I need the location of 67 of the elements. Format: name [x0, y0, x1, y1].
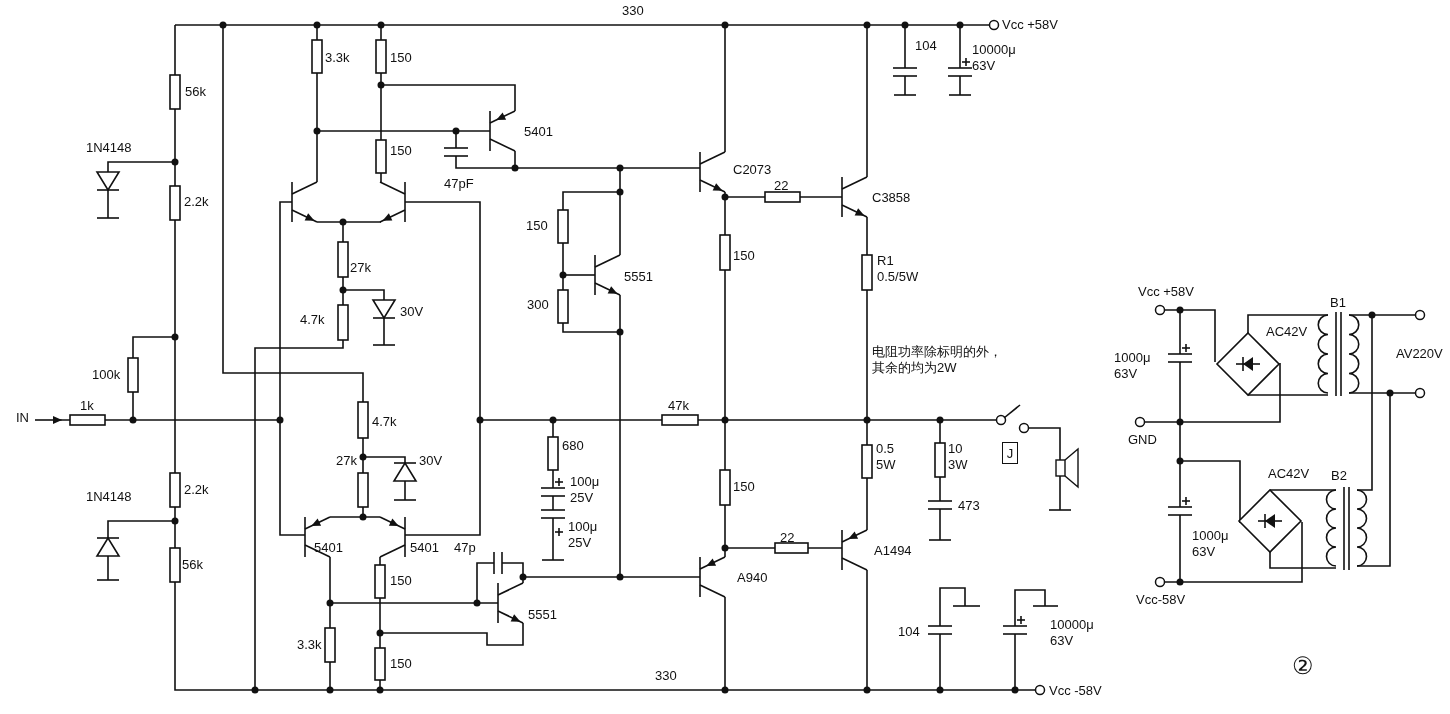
component-label: 5551: [624, 269, 653, 285]
component-label: 1000μ 63V: [1192, 528, 1229, 560]
component-label: 30V: [419, 453, 443, 469]
component-label: 10000μ 63V: [1050, 617, 1094, 649]
component-label: 27k: [350, 260, 371, 276]
component-label: 300: [527, 297, 549, 313]
component-label: 150: [390, 143, 412, 159]
component-label: 150: [733, 248, 755, 264]
component-label: R1 0.5/5W: [877, 253, 919, 285]
component-label: 2.2k: [184, 482, 209, 498]
component-label: 150: [390, 656, 412, 672]
component-label: 10 3W: [948, 441, 968, 473]
component-label: 100μ 25V: [568, 519, 598, 551]
component-label: 1k: [80, 398, 94, 414]
component-label: 330: [622, 3, 644, 19]
component-label: 5551: [528, 607, 557, 623]
component-label: 10000μ 63V: [972, 42, 1016, 74]
component-label: 22: [780, 530, 795, 546]
component-label: A940: [737, 570, 768, 586]
voltage-label: AV220V: [1396, 346, 1443, 362]
component-label: 104: [898, 624, 920, 640]
component-label: AC42V: [1266, 324, 1308, 340]
component-label: 1N4148: [86, 140, 132, 156]
component-label: 22: [774, 178, 789, 194]
component-label: C3858: [872, 190, 911, 206]
component-label: 56k: [185, 84, 206, 100]
voltage-label: Vcc -58V: [1049, 683, 1102, 699]
figure-number: ②: [1292, 652, 1314, 681]
component-label: 330: [655, 668, 677, 684]
transformer-label: B1: [1330, 295, 1346, 311]
component-label: 47p: [454, 540, 476, 556]
component-label: 4.7k: [372, 414, 397, 430]
component-label: 56k: [182, 557, 203, 573]
voltage-label: Vcc +58V: [1002, 17, 1058, 33]
component-label: A1494: [874, 543, 912, 559]
component-label: 150: [526, 218, 548, 234]
component-label: C2073: [733, 162, 772, 178]
component-label: 47pF: [444, 176, 474, 192]
component-label: 4.7k: [300, 312, 325, 328]
component-label: 1000μ 63V: [1114, 350, 1151, 382]
component-label: 30V: [400, 304, 424, 320]
component-label: 2.2k: [184, 194, 209, 210]
component-label: 150: [733, 479, 755, 495]
component-label: 5401: [410, 540, 439, 556]
component-label: 150: [390, 573, 412, 589]
component-label: 473: [958, 498, 980, 514]
note-text: 电阻功率除标明的外，其余的均为2W: [872, 344, 1003, 376]
component-label: 5401: [314, 540, 343, 556]
input-label: IN: [16, 410, 29, 426]
component-label: 100μ 25V: [570, 474, 600, 506]
component-label: 100k: [92, 367, 121, 383]
relay-label-box: J: [1002, 442, 1018, 464]
component-label: 27k: [336, 453, 357, 469]
component-label: 3.3k: [325, 50, 350, 66]
component-label: 150: [390, 50, 412, 66]
component-label: 1N4148: [86, 489, 132, 505]
terminal-label: GND: [1128, 432, 1157, 448]
voltage-label: Vcc-58V: [1136, 592, 1186, 608]
component-label: 3.3k: [297, 637, 322, 653]
component-label: 5401: [524, 124, 553, 140]
component-label: AC42V: [1268, 466, 1310, 482]
voltage-label: Vcc +58V: [1138, 284, 1194, 300]
component-label: 680: [562, 438, 584, 454]
transformer-label: B2: [1331, 468, 1347, 484]
component-label: 0.5 5W: [876, 441, 896, 473]
component-label: 104: [915, 38, 937, 54]
component-label: 47k: [668, 398, 689, 414]
